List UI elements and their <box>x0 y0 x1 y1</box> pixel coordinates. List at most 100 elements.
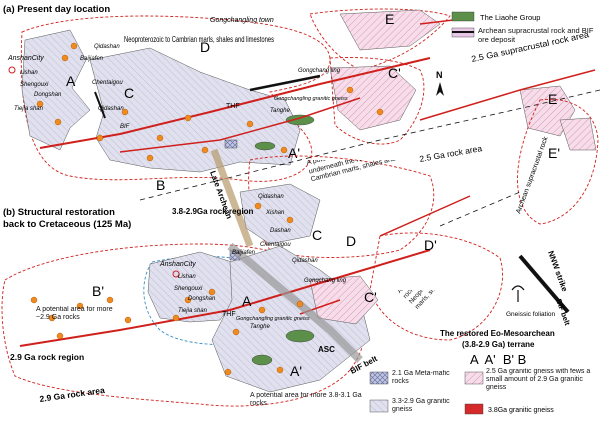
town-lishan: Lishan <box>20 70 38 76</box>
potential-38-label: A potential area for more 3.8-3.1 Ga roc… <box>250 392 362 407</box>
potential-38-box: A potential area for more 3.8-3.1 Ga roc… <box>250 392 362 407</box>
town-tanghe: Tanghe <box>250 324 270 330</box>
panel-b-boundary-dprime <box>369 232 503 341</box>
fault-line <box>119 97 361 153</box>
panel-a-title: (a) Present day location <box>3 4 110 15</box>
terrane-title-2: (3.8-2.9 Ga) terrane <box>462 340 535 349</box>
region-letter-a: A <box>242 293 252 309</box>
town-chentaigou: Chentaigou <box>92 80 123 86</box>
panel-b-boundary <box>1 243 365 407</box>
sample-dot <box>376 108 384 116</box>
anshan-city: AnshanCity <box>7 55 44 62</box>
panel-divider <box>139 89 600 201</box>
bif-belt <box>249 74 321 92</box>
north-arrow-icon <box>436 82 444 96</box>
divider-b <box>439 191 521 227</box>
panel-a: (a) Present day location <box>3 4 600 201</box>
sample-dot <box>61 54 69 62</box>
town-tiejia: Tiejia shan <box>178 308 208 314</box>
region-letter-b-prime: B' <box>92 283 104 299</box>
outcrop-east <box>329 65 417 131</box>
town-gongchangling: Gongchang ling <box>304 278 347 284</box>
town-shengouxi: Shengouxi <box>174 286 203 292</box>
legend-top: The Liaohe Group Archean supracrustal ro… <box>451 11 594 44</box>
rock-region-38: 3.8-2.9Ga rock region <box>172 207 253 216</box>
sample-dot <box>70 42 78 50</box>
town-qidashan: Qidashan <box>94 44 120 50</box>
outcrop-b-west <box>147 251 241 323</box>
legend-swatch-meta-mafic <box>369 371 389 385</box>
thf-label: THF <box>226 103 240 110</box>
legend-swatch-33ga <box>369 399 389 413</box>
terrane-title-1: The restored Eo-Mesoarchean <box>440 329 555 338</box>
sample-dot <box>146 154 154 162</box>
rock-region-29: 2.9 Ga rock region <box>10 352 84 362</box>
town-tiejia: Tiejia shan <box>14 106 44 112</box>
sample-dot <box>346 86 354 94</box>
outcrop-e-small2 <box>559 117 597 151</box>
sample-dot <box>224 368 232 376</box>
panel-b-boundary-e <box>517 98 599 225</box>
archean-supracrustal-label: Archean supracrustal rock <box>515 135 550 214</box>
liaohe-patch <box>254 141 276 151</box>
late-archean-band <box>210 148 254 248</box>
liaohe-patch <box>285 114 315 126</box>
sample-dot <box>280 146 288 154</box>
sample-dot <box>121 108 129 116</box>
legend-bottom: 2.1 Ga Meta-mafic rocks 2.5 Ga granitic … <box>369 368 591 415</box>
town-dashan: Dashan <box>270 228 291 234</box>
legend-label-supracrustal: Archean supracrustal rock and BIF ore de… <box>478 26 594 44</box>
region-letter-a-prime: A' <box>290 363 302 379</box>
panel-b-title-1: (b) Structural restoration <box>3 207 115 218</box>
panel-a-boundary-e <box>309 8 451 71</box>
region-letter-a: A <box>66 73 76 89</box>
sample-dot <box>30 296 38 304</box>
legend-label-38ga: 3.8Ga granitic gneiss <box>488 407 554 414</box>
legend-label-liaohe: The Liaohe Group <box>480 13 540 22</box>
sample-dot <box>184 296 192 304</box>
legend-meta-mafic-box: 2.1 Ga Meta-mafic rocks <box>392 370 450 385</box>
outcrop-b-c-prime <box>309 275 379 325</box>
panel-a-boundary <box>20 15 331 182</box>
legend-swatch-38ga <box>464 403 484 415</box>
legend-label-25ga: 2.5 Ga granitic gneiss with fews a small… <box>486 368 591 391</box>
region-letter-e: E <box>385 11 394 27</box>
legend-supracrustal-box: Archean supracrustal rock and BIF ore de… <box>478 26 594 44</box>
region-letter-b: B <box>156 177 165 193</box>
sample-dot <box>286 216 294 224</box>
bif-belt-side-label: BIF belt <box>554 298 572 327</box>
liaohe-patch <box>285 329 315 343</box>
town-gongchang-ling: Gongchang ling <box>298 68 341 74</box>
sample-dot <box>201 146 209 154</box>
side-annotations: Archean supracrustal rock NNW strike BIF… <box>440 135 572 367</box>
sample-dot <box>184 114 192 122</box>
fault-line <box>419 69 596 121</box>
legend-25ga-box: 2.5 Ga granitic gneiss with fews a small… <box>486 368 591 391</box>
town-lishan: Lishan <box>178 274 196 280</box>
region-letter-d: D <box>346 233 356 249</box>
n-arrow: N <box>436 70 443 80</box>
bif-belt <box>94 91 106 119</box>
bif-label: BIF <box>120 124 130 130</box>
fault-line <box>39 57 431 149</box>
town-xishan: Xishan <box>265 210 285 216</box>
legend-label-meta-mafic: 2.1 Ga Meta-mafic rocks <box>392 370 450 385</box>
town-gongchangling: Gongchangling town <box>210 17 274 24</box>
terrane-letters: A A' B' B <box>470 352 526 367</box>
fault-line <box>379 195 471 237</box>
outcrop-west <box>21 29 91 151</box>
sample-dot <box>36 100 44 108</box>
sample-dot <box>296 300 304 308</box>
gongchangling-granite: Gongchangling granitic gneiss <box>236 316 310 322</box>
sample-dot <box>56 332 64 340</box>
fault-line <box>19 249 431 347</box>
potential-d-label: A potential area for more ~2.5Ga rocks u… <box>396 290 487 311</box>
town-baijiafen: Baijiafen <box>232 250 256 256</box>
region-letter-c-prime: C' <box>388 65 401 81</box>
potential-25-box: A potential area for more 2.5Ga rocks un… <box>306 160 431 183</box>
sample-dot <box>54 118 62 126</box>
town-qidashan: Qidashan <box>258 194 284 200</box>
asc-label: ASC <box>318 345 335 354</box>
town-tanghe: Tanghe <box>270 108 290 114</box>
sample-dot <box>258 306 266 314</box>
